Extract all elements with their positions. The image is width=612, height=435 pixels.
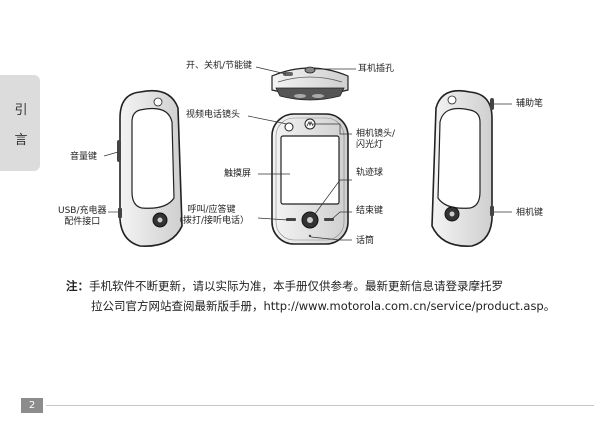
usb-port-icon	[118, 208, 122, 218]
camera-key-icon	[490, 206, 494, 216]
phone-left-view	[117, 89, 183, 247]
microphone-icon	[308, 234, 312, 238]
note-paragraph: 注：手机软件不断更新，请以实际为准，本手册仅供参考。最新更新信息请登录摩托罗 拉…	[66, 276, 566, 316]
earphone-jack-icon	[304, 66, 316, 74]
leader-lines	[103, 66, 512, 241]
volume-key-icon	[117, 140, 121, 162]
end-key-icon	[324, 218, 334, 221]
label-camera-flash: 相机镜头/ 闪光灯	[356, 129, 396, 150]
label-video-camera: 视频电话镜头	[186, 110, 241, 120]
label-camera-key: 相机键	[516, 208, 544, 218]
video-camera-icon	[284, 122, 294, 132]
label-touchscreen: 触摸屏	[224, 169, 252, 179]
chapter-tab-char-2: 言	[14, 133, 28, 148]
label-power-key: 开、关机/节能键	[186, 61, 253, 71]
stylus-icon	[490, 98, 494, 110]
label-end-key: 结束键	[356, 206, 384, 216]
label-call-key: 呼叫/应答键 （拨打/接听电话）	[174, 205, 250, 226]
call-key-icon	[286, 218, 296, 221]
note-head: 注：	[66, 279, 89, 293]
phone-diagram	[103, 66, 512, 247]
label-usb-port: USB/充电器 配件接口	[58, 206, 107, 227]
power-key-icon	[283, 72, 293, 76]
footer-rule	[46, 405, 594, 406]
phone-right-view	[431, 89, 494, 247]
label-earphone-jack: 耳机插孔	[358, 64, 395, 74]
phone-front-view	[271, 113, 349, 245]
phone-top-view	[271, 66, 349, 101]
label-volume-key: 音量键	[70, 152, 98, 162]
note-line-1: 手机软件不断更新，请以实际为准，本手册仅供参考。最新更新信息请登录摩托罗	[89, 279, 503, 293]
chapter-tab-char-1: 引	[14, 103, 28, 118]
label-stylus: 辅助笔	[516, 99, 544, 109]
note-line-2: 拉公司官方网站查阅最新版手册，http://www.motorola.com.c…	[91, 299, 556, 313]
chapter-tab: 引 言	[0, 75, 40, 171]
touchscreen	[280, 135, 340, 205]
label-trackball: 轨迹球	[356, 168, 384, 178]
page-number: 2	[21, 398, 43, 413]
label-microphone: 话筒	[356, 236, 375, 246]
